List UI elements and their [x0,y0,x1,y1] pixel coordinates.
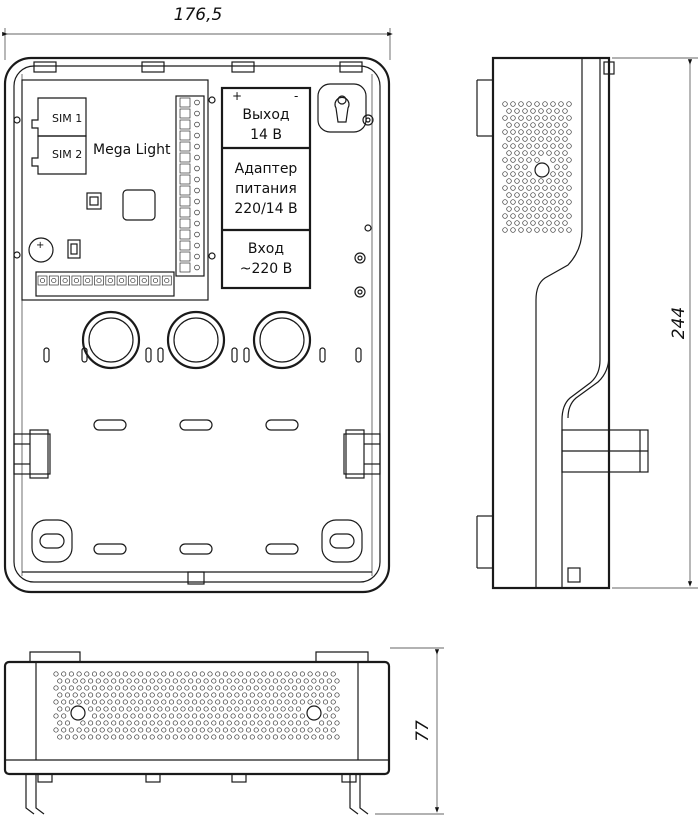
adapter-label-line3: 220/14 В [234,201,297,217]
bottom-vent-grid [53,671,340,740]
battery-icon [28,237,54,263]
pcb-board [21,79,209,301]
din-rail-bracket [561,429,649,473]
board-name: Mega Light [93,142,171,158]
housing-inner [13,65,381,583]
housing-outer [3,56,391,594]
width-dimension: 176,5 [2,5,393,60]
depth-dimension-label: 77 [413,720,433,742]
width-dimension-label: 176,5 [174,5,223,25]
adapter-block: + - Выход 14 В Адаптер питания 220/14 В … [220,86,312,290]
sim-holder-1: SIM 1 [31,97,87,137]
output-minus-label: - [294,89,298,103]
height-dimension-label: 244 [669,307,689,339]
side-view: 244 [476,56,698,590]
sim-holder-2: SIM 2 [31,135,87,175]
vent-slots [93,419,299,555]
adapter-label-line2: питания [235,181,297,197]
din-clip-left [13,429,51,479]
bottom-outline [3,660,391,776]
small-slots [43,347,362,363]
push-button [122,189,156,221]
bottom-feet [25,773,369,815]
side-vent-grid [502,101,572,233]
input-voltage-label: ~220 В [240,261,293,277]
front-view: 176,5 SIM 1 SIM 2 Mega Light [2,5,393,594]
output-plus-label: + [232,89,242,103]
sim2-label: SIM 2 [52,148,82,161]
jumper [67,239,81,259]
adapter-frame [220,86,312,290]
bottom-mounting-holes [31,519,363,563]
led-component [86,192,102,210]
keyhole-mount [317,83,367,133]
output-voltage-label: 14 В [250,127,282,143]
svg-text:+: + [36,240,44,251]
top-latches [33,61,363,73]
depth-dimension: 77 [375,647,444,815]
output-label: Выход [242,107,289,123]
height-dimension: 244 [612,57,698,589]
cable-glands [81,310,312,370]
adapter-label-line1: Адаптер [235,161,298,177]
input-label: Вход [248,241,284,257]
bottom-terminal-strip [35,271,175,297]
din-clip-right [343,429,381,479]
side-screw [534,162,550,178]
right-terminal-strip [175,95,205,277]
bottom-view: 77 [3,647,444,815]
sim1-label: SIM 1 [52,112,82,125]
